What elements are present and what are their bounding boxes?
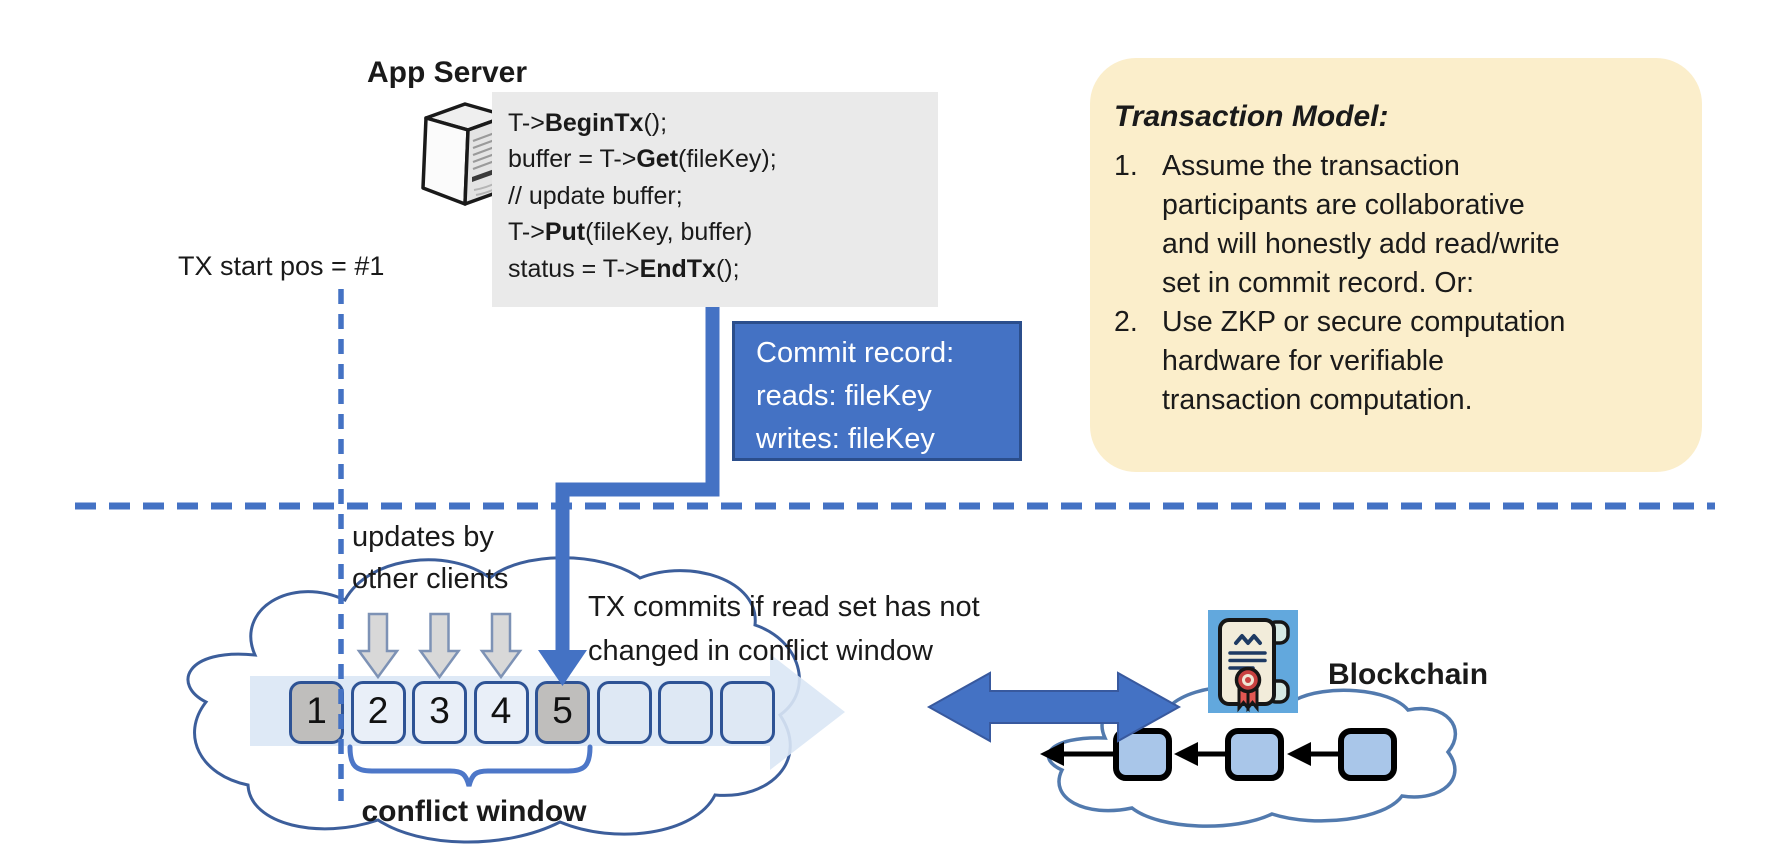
conflict-cloud — [186, 556, 801, 844]
model-item-number: 2. — [1114, 306, 1138, 338]
updates-by-other-clients-label: updates by other clients — [352, 521, 509, 595]
chain-block — [1225, 728, 1284, 781]
timeline-block-8 — [719, 681, 775, 744]
model-item-number: 1. — [1114, 150, 1138, 182]
code-line: T->BeginTx(); — [508, 109, 668, 137]
timeline-block-6 — [596, 681, 652, 744]
transaction-model-box: Transaction Model: 1. Assume the transac… — [1090, 58, 1702, 472]
model-item-text: Assume the transaction participants are … — [1162, 150, 1560, 299]
tx-commit-condition-label: TX commits if read set has not changed i… — [588, 591, 980, 667]
code-line: status = T->EndTx(); — [508, 254, 740, 283]
timeline-block-7 — [658, 681, 713, 744]
timeline-block-4: 4 — [473, 681, 529, 744]
commit-record-box: Commit record: reads: fileKey writes: fi… — [732, 321, 1022, 461]
model-item-text: Use ZKP or secure computation hardware f… — [1162, 306, 1566, 416]
certificate-icon — [1208, 610, 1298, 713]
app-server-title: App Server — [366, 56, 528, 89]
model-item-2: 2. Use ZKP or secure computation hardwar… — [1114, 303, 1678, 420]
conflict-window-label: conflict window — [361, 795, 587, 828]
transaction-model-title: Transaction Model: — [1114, 100, 1389, 133]
code-line: // update buffer; — [508, 181, 683, 210]
model-item-1: 1. Assume the transaction participants a… — [1114, 147, 1678, 303]
timeline-block-2: 2 — [350, 681, 406, 744]
commit-record-writes: writes: fileKey — [756, 423, 935, 455]
blockchain-label: Blockchain — [1328, 658, 1489, 691]
tx-start-label: TX start pos = #1 — [178, 251, 385, 281]
timeline-block-5: 5 — [535, 681, 590, 744]
chain-block — [1113, 728, 1172, 781]
code-line: T->Put(fileKey, buffer) — [508, 218, 753, 247]
timeline-block-3: 3 — [412, 681, 467, 744]
code-line: buffer = T->Get(fileKey); — [508, 145, 777, 174]
transaction-code-block: T->BeginTx(); buffer = T->Get(fileKey); … — [492, 92, 938, 307]
timeline-block-1: 1 — [289, 681, 344, 744]
chain-block — [1338, 728, 1397, 781]
commit-record-title: Commit record: — [756, 337, 955, 369]
commit-record-reads: reads: fileKey — [756, 380, 932, 412]
